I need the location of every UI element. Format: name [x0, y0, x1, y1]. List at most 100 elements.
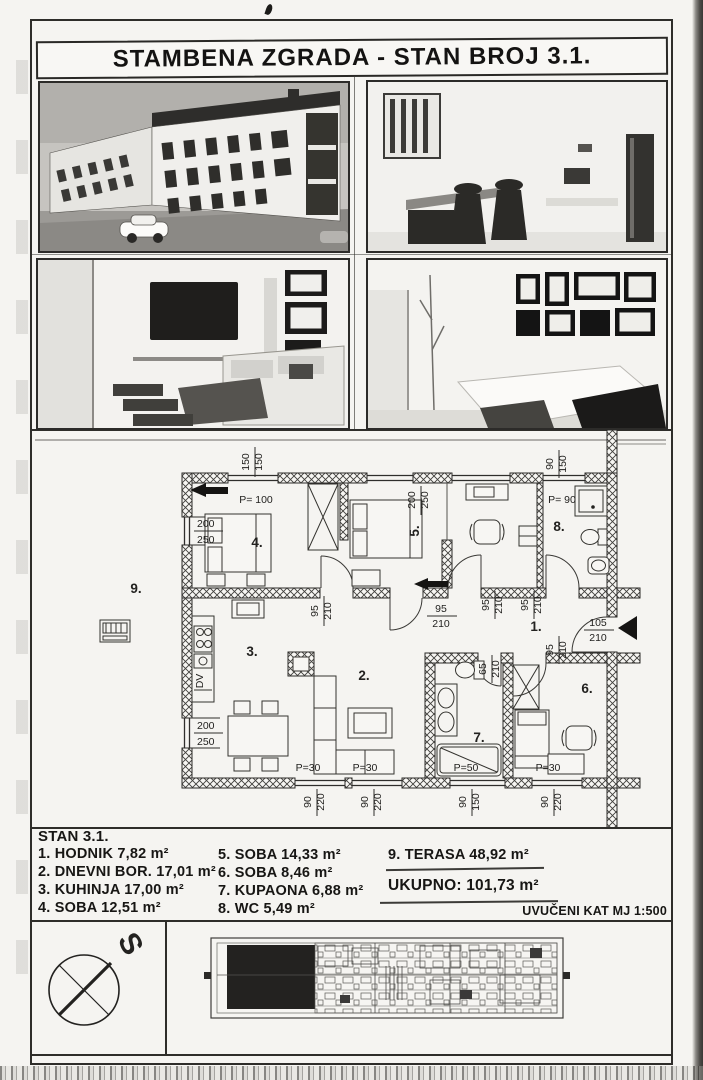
dim-parapet-top: P= 100: [239, 494, 273, 506]
page-border-left: [30, 19, 32, 1065]
compass-circle: [48, 954, 120, 1026]
legend-col1-item: 3. KUHINJA 17,00 m²: [38, 882, 184, 898]
dim-parapet-b3: P=50: [454, 762, 479, 774]
dim-win-b3-h: 150: [470, 793, 482, 811]
scan-smudge-left: [16, 60, 28, 1010]
building-front-face: [151, 104, 341, 222]
dim-door-room6-h: 210: [557, 641, 569, 659]
fridge-kitchen: [231, 599, 265, 619]
legend-terrace-item: 9. TERASA 48,92 m²: [388, 847, 529, 863]
dim-door-g1-h: 210: [322, 602, 334, 620]
chimney: [288, 89, 299, 104]
dimension-labels: 150 150 P= 100 200 250 90 150 P= 90 200 …: [194, 447, 614, 816]
dim-wc-window-w: 90: [544, 458, 556, 470]
compass-box-divider: [165, 920, 167, 1056]
dim-door-room6-w: 95: [544, 644, 556, 656]
dim-parapet-b1: P=30: [296, 762, 321, 774]
photo-bedroom: [366, 258, 668, 430]
toilet-wc8: [580, 528, 608, 546]
curtain: [264, 278, 277, 370]
balcony-divider: [308, 145, 336, 150]
bed-room6: [514, 709, 550, 769]
desk-room6: [547, 753, 585, 775]
stairs: [113, 384, 193, 426]
legend-col2-item: 7. KUPAONA 6,88 m²: [218, 883, 364, 899]
living-render: [38, 260, 348, 428]
dim-door-g3-h: 210: [493, 596, 505, 614]
legend-col1-item: 4. SOBA 12,51 m²: [38, 900, 161, 916]
section-line-plan-top: [30, 429, 673, 431]
keyplan-tick-right: [563, 972, 570, 979]
dishwasher-label: DV: [194, 674, 206, 689]
dim-entry-w: 105: [589, 617, 607, 629]
page-border-right: [671, 19, 673, 1065]
wardrobe-side: [368, 290, 408, 428]
section-line-bottom-top: [30, 920, 673, 922]
entrance-arrow: [618, 616, 637, 640]
room-label-6: 6.: [581, 681, 592, 696]
furniture: DV: [99, 483, 610, 777]
car-2: [320, 231, 348, 243]
shelf-nook: [518, 525, 538, 547]
ac-unit-terrace: [99, 619, 131, 643]
photo-living-room: [36, 258, 350, 430]
scan-speckle-bottom: [0, 1066, 703, 1080]
dark-pillow: [289, 364, 313, 379]
desk-nook: [465, 483, 509, 501]
legend-col1-item: 1. HODNIK 7,82 m²: [38, 846, 169, 862]
dim-door-bath-h: 210: [490, 660, 502, 678]
dim-kitchen-window-h: 250: [197, 736, 215, 748]
apartment-walls: [181, 430, 641, 828]
photo-grid-hline: [30, 254, 673, 255]
dim-parapet-b2: P=30: [353, 762, 378, 774]
scanner-edge-strip: [692, 0, 703, 1080]
wardrobe-room4: [307, 483, 339, 551]
dim-nook-window-h: 250: [419, 491, 431, 509]
bed-room5: [349, 499, 423, 587]
dim-win-b4-w: 90: [539, 796, 551, 808]
toilet-bath: [455, 660, 485, 680]
page-border-bottom: [30, 1063, 673, 1065]
sofa: [313, 675, 395, 775]
dim-door-g4-w: 95: [519, 599, 531, 611]
dim-parapet-b4: P=30: [536, 762, 561, 774]
balcony-divider2: [308, 179, 336, 184]
key-plan: [204, 937, 570, 1019]
road: [40, 209, 348, 251]
cabinet-highlight: [630, 138, 634, 238]
photo-kitchen-interior: [366, 80, 668, 253]
legend-col2-item: 6. SOBA 8,46 m²: [218, 865, 333, 881]
front-face-windows: [161, 129, 292, 214]
scan-mark: [264, 3, 274, 16]
compass-north-arm: [57, 961, 113, 1017]
legend-col2-item: 5. SOBA 14,33 m²: [218, 847, 341, 863]
bed-shadow: [572, 384, 666, 428]
dim-entry-h: 210: [589, 632, 607, 644]
dim-top-window-w: 150: [240, 453, 252, 471]
sink-wc8: [587, 556, 610, 575]
vent-arrow-2: [414, 578, 448, 590]
direction-arrows: [190, 483, 637, 640]
keyplan-units: [314, 942, 558, 1014]
wall-appliance: [564, 168, 590, 184]
terrace-outline: [35, 439, 666, 445]
floor-plan: DV: [35, 430, 666, 828]
room-label-9: 9.: [130, 581, 141, 596]
dim-top-window-h: 150: [253, 453, 265, 471]
keyplan-tick-left: [204, 972, 211, 979]
title-box: STAMBENA ZGRADA - STAN BROJ 3.1.: [35, 36, 669, 80]
dim-win-b2-w: 90: [359, 796, 371, 808]
room-label-8: 8.: [553, 519, 564, 534]
wardrobe-room6: [512, 664, 540, 710]
dim-room4-window-w: 200: [197, 518, 215, 530]
legend-col1-item: 2. DNEVNI BOR. 17,01 m²: [38, 864, 216, 880]
scale-caption: UVUČENI KAT MJ 1:500: [522, 904, 667, 918]
shelf: [133, 357, 225, 361]
keyplan-detail: [317, 943, 541, 1013]
kitchen-render: [368, 82, 666, 251]
dim-door-g3-w: 95: [480, 599, 492, 611]
section-line-legend-top: [30, 827, 673, 829]
dim-parapet-wc: P= 90: [548, 494, 576, 506]
left-face-windows: [56, 154, 134, 202]
